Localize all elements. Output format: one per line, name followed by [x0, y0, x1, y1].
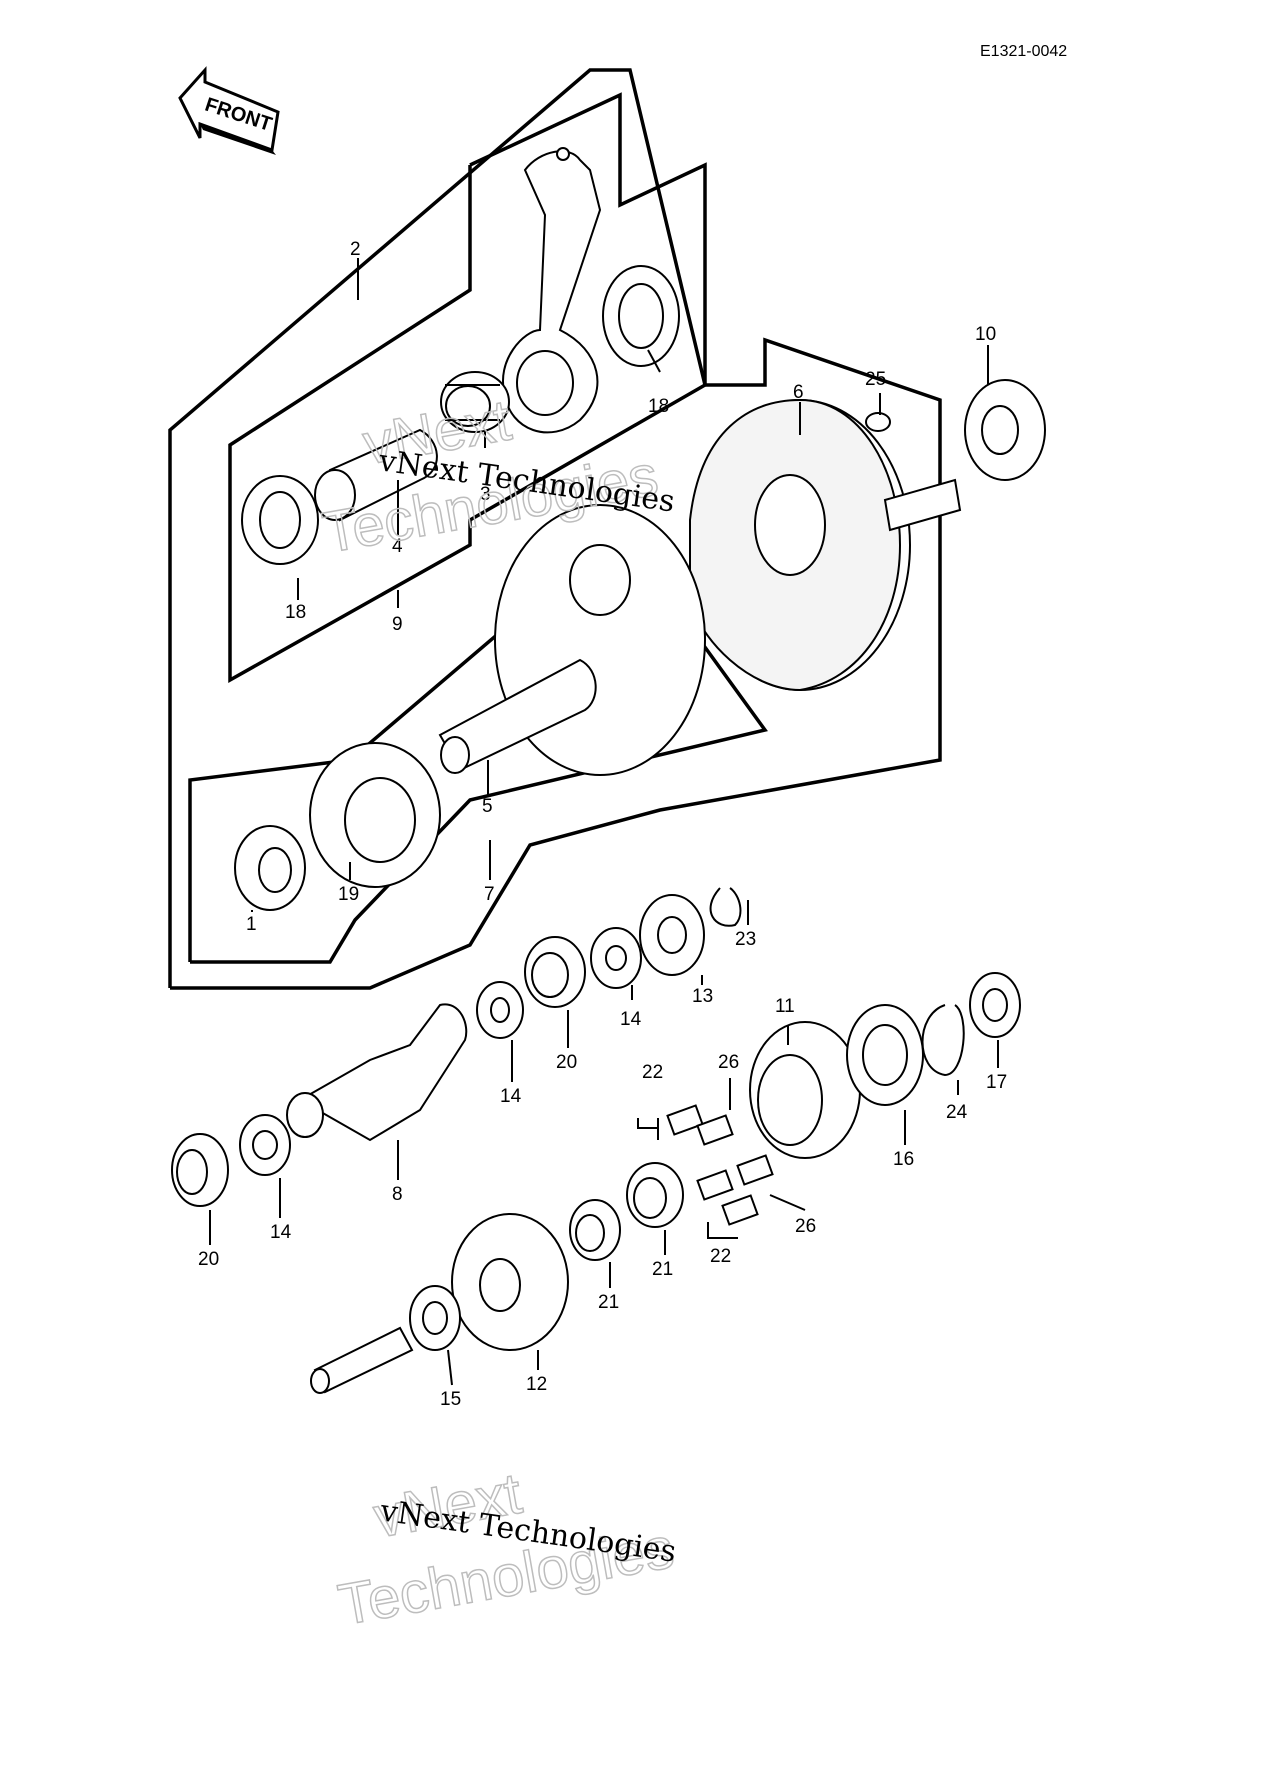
idler-shaft [310, 1326, 414, 1394]
left-flywheel [438, 504, 706, 776]
callout-2: 2 [350, 239, 361, 260]
front-arrow-icon: FRONT [178, 66, 280, 155]
needle-bearing-clutch-b [569, 1199, 621, 1261]
washer-middle [476, 981, 524, 1039]
callout-8: 8 [392, 1184, 403, 1205]
callout-26-upper: 26 [718, 1052, 739, 1073]
callout-3: 3 [480, 484, 491, 505]
idler-gear [451, 1213, 569, 1351]
drawing-code: E1321-0042 [980, 43, 1067, 60]
primary-gear [234, 825, 306, 911]
callout-20-upper: 20 [556, 1052, 577, 1073]
ball-bearing [309, 742, 441, 888]
callout-labels: 2 10 25 6 18 3 4 18 9 5 19 7 1 23 13 14 … [198, 239, 1007, 1410]
callout-17: 17 [986, 1072, 1007, 1093]
callout-22-lower: 22 [710, 1246, 731, 1267]
callout-11: 11 [775, 996, 795, 1017]
thrust-washer-upper [602, 265, 680, 367]
connecting-rod [502, 147, 602, 434]
leader-lines [209, 258, 999, 1386]
circlip-large [921, 1004, 965, 1077]
callout-26-lower: 26 [795, 1216, 816, 1237]
callout-14-lower: 14 [270, 1222, 292, 1243]
callout-14-upper: 14 [620, 1009, 642, 1030]
washer-end [969, 972, 1021, 1038]
needle-bearing-lower [171, 1133, 229, 1207]
woodruff-key [865, 412, 891, 432]
drive-gear-small [964, 379, 1046, 481]
callout-25: 25 [865, 369, 886, 390]
washer-lower [239, 1114, 291, 1176]
washer-upper [590, 927, 642, 989]
callout-1: 1 [246, 914, 257, 935]
callout-19: 19 [338, 884, 359, 905]
callout-18-upper: 18 [648, 396, 669, 417]
right-flywheel [689, 398, 962, 692]
callout-5: 5 [482, 796, 493, 817]
callout-9: 9 [392, 614, 403, 635]
crankshaft-assembly-outline [168, 68, 942, 990]
clutch-rollers [666, 1104, 774, 1226]
washer-idler [409, 1285, 461, 1351]
callout-21-upper: 21 [652, 1259, 673, 1280]
needle-bearing-big-end [440, 371, 510, 433]
callout-12: 12 [526, 1374, 547, 1395]
crank-pin [314, 428, 438, 522]
output-gear [639, 894, 705, 976]
callout-4: 4 [392, 536, 403, 557]
callout-16: 16 [893, 1149, 914, 1170]
callout-23: 23 [735, 929, 756, 950]
callout-21-lower: 21 [598, 1292, 619, 1313]
drive-shaft [286, 1003, 468, 1142]
callout-24: 24 [946, 1102, 968, 1123]
callout-18-lower: 18 [285, 602, 306, 623]
callout-14-middle: 14 [500, 1086, 522, 1107]
callout-13: 13 [692, 986, 713, 1007]
thrust-washer-large [846, 1004, 924, 1106]
thrust-washer-lower [241, 475, 319, 565]
needle-bearing-upper [524, 936, 586, 1008]
callout-7: 7 [484, 884, 495, 905]
needle-bearing-clutch-a [626, 1162, 684, 1228]
callout-15: 15 [440, 1389, 461, 1410]
callout-10: 10 [975, 324, 996, 345]
callout-20-lower: 20 [198, 1249, 219, 1270]
ring-gear [749, 1021, 861, 1159]
callout-22-upper: 22 [642, 1062, 663, 1083]
circlip-small [709, 887, 742, 927]
callout-6: 6 [793, 382, 804, 403]
